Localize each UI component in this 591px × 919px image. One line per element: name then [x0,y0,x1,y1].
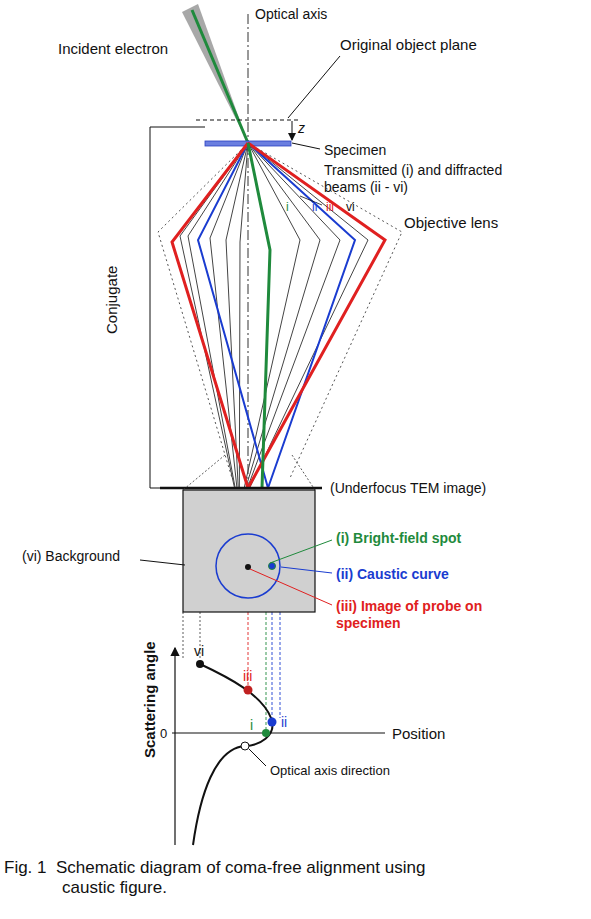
leader-line [292,143,320,149]
curve-label: (ii) Caustic curve [336,566,449,583]
bright-field-spot [269,563,276,570]
axis-title: Position [392,725,445,743]
leader-line [250,569,332,605]
image-label: (Underfocus TEM image) [330,480,486,497]
y-axis [174,648,175,845]
z-arrow [292,121,293,140]
lens-outline [158,143,248,478]
beam-number: ii [312,200,317,214]
curve-point: i [250,717,253,734]
beam-number: vi [346,200,355,214]
incident-cone [182,4,248,143]
caustic-curve [193,664,272,845]
diffracted-beam [188,143,248,488]
projection-line [266,612,267,729]
bracket-label: Conjugate [103,266,121,334]
diffracted-beam [180,143,248,488]
diffracted-beam [226,143,248,488]
curve-point: ii [281,714,287,731]
dimension-label: z [298,120,305,137]
projection-lines [183,455,315,660]
caustic-circle [216,534,280,598]
diffracted-beam [239,143,248,488]
point-iii [244,686,253,695]
projection-line [280,612,281,718]
point-i [262,729,270,737]
part-label: Specimen [324,142,386,159]
spot-label: (i) Bright-field spot [336,530,461,547]
point-label: Optical axis direction [270,763,390,779]
projection-line [272,612,273,718]
figure-caption: Fig. 1 Schematic diagram of coma-free al… [4,858,474,899]
diffracted-beam [246,143,320,488]
beam-label: Incident electron [58,40,168,58]
part-label: Objective lens [404,214,498,232]
axis-zero: 0 [160,726,167,742]
leader-line [249,749,266,766]
leader-line [270,540,332,563]
leader-line [288,56,340,118]
incident-electron [192,10,248,143]
x-axis [172,732,385,733]
bracket [150,127,205,488]
beam-number: iii [326,200,334,214]
leader-line [281,567,332,573]
diffracted-beam [210,143,248,488]
beam-i [248,143,270,488]
beam-number: i [286,200,289,214]
curve-point: iii [243,668,252,685]
beam-iii [172,143,248,488]
region-label: (vi) Background [22,548,120,565]
leader-line [300,196,322,205]
axis-title: Scattering angle [141,642,159,759]
plane-label: Original object plane [340,36,477,54]
point-vi [196,660,204,668]
tem-image [183,490,315,612]
object-plane [196,119,300,120]
curve-point: vi [194,643,204,660]
axis-point [241,742,249,750]
beam-label: Transmitted (i) and diffracted beams (ii… [324,162,514,196]
point-ii [268,718,277,727]
probe-label: (iii) Image of probe on specimen [336,598,496,632]
axis-label: Optical axis [255,6,327,23]
leader-line [140,560,185,565]
